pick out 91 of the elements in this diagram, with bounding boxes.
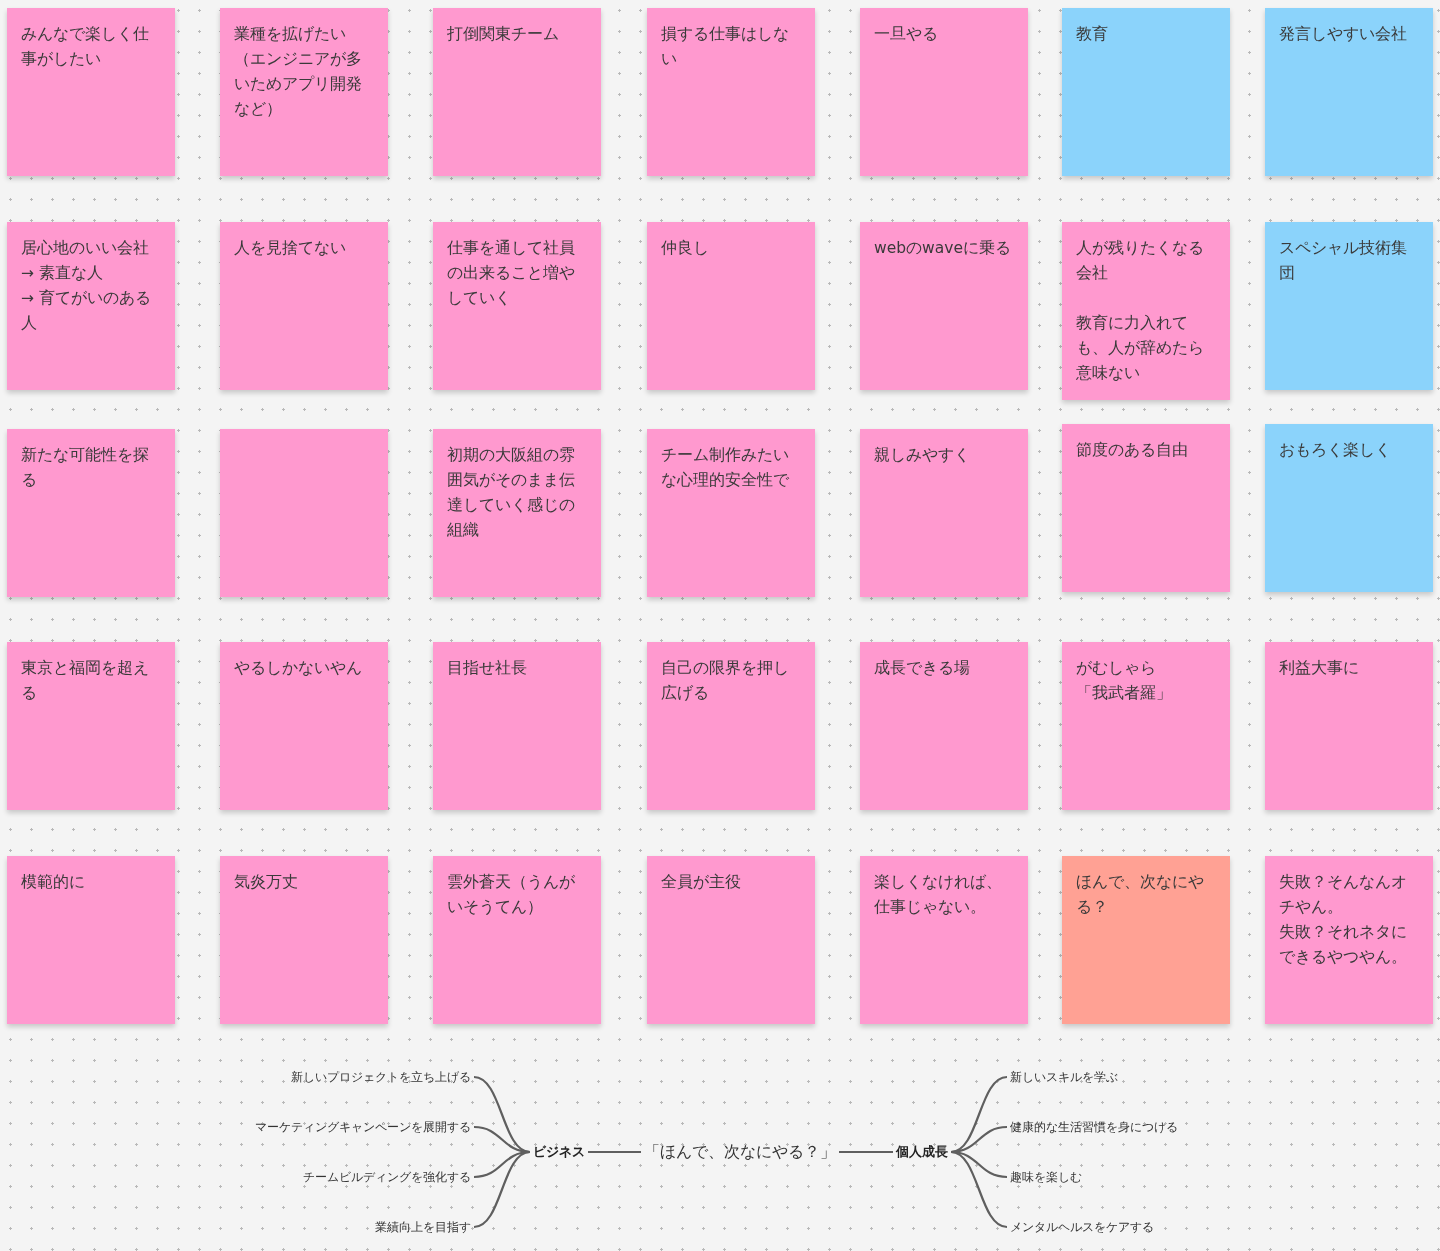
note-text: 失敗？そんなんオチやん。	[1279, 872, 1408, 918]
sticky-note	[433, 222, 601, 390]
sticky-note	[647, 429, 815, 597]
sticky-note	[647, 642, 815, 810]
note-text: やるしかないやん	[234, 658, 363, 679]
note-text: 東京と福岡を超える	[21, 658, 150, 704]
sticky-note	[1062, 8, 1230, 176]
mind-map-branch: ビジネス	[533, 1142, 585, 1162]
mind-map-center: 「ほんで、次なにやる？」	[644, 1140, 836, 1164]
note-text: 仕事を通して社員の出来ること増やしていく	[447, 238, 576, 309]
note-text: 業種を拡げたい（エンジニアが多いためアプリ開発など）	[234, 24, 363, 120]
mind-map-leaf: メンタルヘルスをケアする	[1010, 1218, 1154, 1236]
note-text: 新たな可能性を探る	[21, 445, 150, 491]
sticky-note	[647, 856, 815, 1024]
connector-line	[473, 1150, 531, 1229]
note-text: 全員が主役	[661, 872, 742, 893]
sticky-note	[1265, 222, 1433, 390]
sticky-note	[860, 856, 1028, 1024]
connector-line	[588, 1150, 641, 1154]
sticky-note	[220, 8, 388, 176]
sticky-note	[433, 642, 601, 810]
sticky-note	[220, 642, 388, 810]
connector-line	[839, 1150, 893, 1154]
sticky-note	[860, 222, 1028, 390]
note-text: 教育	[1076, 24, 1109, 45]
mind-map-leaf: チームビルディングを強化する	[303, 1168, 471, 1186]
sticky-note	[433, 429, 601, 597]
mind-map-branch: 個人成長	[896, 1142, 948, 1162]
sticky-note	[433, 856, 601, 1024]
note-text: ほんで、次なにやる？	[1076, 872, 1205, 918]
note-text: 人を見捨てない	[234, 238, 347, 259]
note-text: 模範的に	[21, 872, 86, 893]
sticky-note	[1265, 424, 1433, 592]
note-text: おもろく楽しく	[1279, 440, 1392, 461]
sticky-note	[220, 222, 388, 390]
note-text: 親しみやすく	[874, 445, 971, 466]
note-text: みんなで楽しく仕事がしたい	[21, 24, 150, 70]
note-text: → 素直な人	[21, 263, 104, 284]
sticky-note	[7, 856, 175, 1024]
connector-line	[950, 1075, 1008, 1154]
note-text: 損する仕事はしない	[661, 24, 790, 70]
sticky-note	[860, 8, 1028, 176]
note-text: 自己の限界を押し広げる	[661, 658, 790, 704]
mind-map-leaf: 健康的な生活習慣を身につける	[1010, 1118, 1178, 1136]
note-text: 気炎万丈	[234, 872, 299, 893]
note-text: → 育てがいのある人	[21, 288, 152, 334]
sticky-note	[433, 8, 601, 176]
sticky-note	[1062, 642, 1230, 810]
sticky-note	[1062, 222, 1230, 400]
note-text: 失敗？それネタにできるやつやん。	[1279, 922, 1408, 968]
note-text: 教育に力入れても、人が辞めたら意味ない	[1076, 313, 1205, 384]
note-text: 発言しやすい会社	[1279, 24, 1408, 45]
sticky-note	[1062, 424, 1230, 592]
sticky-note	[220, 856, 388, 1024]
note-text: 人が残りたくなる会社	[1076, 238, 1205, 284]
sticky-note	[7, 429, 175, 597]
sticky-note	[647, 8, 815, 176]
note-text: 節度のある自由	[1076, 440, 1189, 461]
note-text: 一旦やる	[874, 24, 939, 45]
note-text: 目指せ社長	[447, 658, 528, 679]
note-text: 「我武者羅」	[1076, 683, 1173, 704]
note-text: 打倒関東チーム	[447, 24, 560, 45]
connector-line	[950, 1150, 1008, 1229]
sticky-note	[7, 642, 175, 810]
note-text: webのwaveに乗る	[874, 238, 1012, 259]
note-text: 初期の大阪組の雰囲気がそのまま伝達していく感じの組織	[447, 445, 576, 541]
note-text: 楽しくなければ、仕事じゃない。	[874, 872, 1003, 918]
connector-line	[473, 1075, 531, 1154]
sticky-note	[1265, 8, 1433, 176]
sticky-note	[1265, 856, 1433, 1024]
note-text: 仲良し	[661, 238, 710, 259]
note-text: がむしゃら	[1076, 658, 1157, 679]
sticky-note	[860, 429, 1028, 597]
sticky-note	[647, 222, 815, 390]
note-text: 居心地のいい会社	[21, 238, 150, 259]
sticky-note	[220, 429, 388, 597]
note-text: 成長できる場	[874, 658, 971, 679]
mind-map-leaf: 業績向上を目指す	[375, 1218, 471, 1236]
note-text: 利益大事に	[1279, 658, 1360, 679]
note-text: スペシャル技術集団	[1279, 238, 1408, 284]
mind-map-leaf: マーケティングキャンペーンを展開する	[255, 1118, 471, 1136]
sticky-note	[1265, 642, 1433, 810]
mind-map-leaf: 新しいスキルを学ぶ	[1010, 1068, 1118, 1086]
mind-map-leaf: 新しいプロジェクトを立ち上げる	[291, 1068, 471, 1086]
mind-map-leaf: 趣味を楽しむ	[1010, 1168, 1082, 1186]
sticky-note	[860, 642, 1028, 810]
note-text: チーム制作みたいな心理的安全性で	[661, 445, 790, 491]
sticky-note	[1062, 856, 1230, 1024]
sticky-note	[7, 222, 175, 390]
sticky-note	[7, 8, 175, 176]
note-text: 雲外蒼天（うんがいそうてん）	[447, 872, 576, 918]
